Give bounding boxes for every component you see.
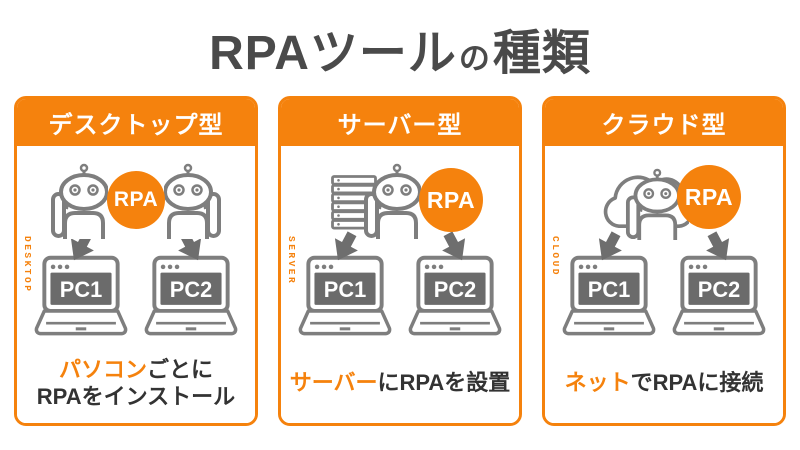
panel-server: サーバー型 SERVER RPA PC1 PC2 [278,96,522,426]
side-label-cloud: CLOUD [550,236,561,278]
panel-cloud: クラウド型 CLOUD RPA PC1 PC2 [542,96,786,426]
panel-server-header: サーバー型 [281,99,519,146]
pc-label: PC2 [698,277,740,302]
panel-cloud-header: クラウド型 [545,99,783,146]
laptop-pc1-icon: PC1 [34,255,128,336]
caption-rest: にRPAを設置 [377,370,511,396]
laptop-pc1-icon: PC1 [298,255,392,336]
pc-label: PC1 [324,277,366,302]
rpa-badge: RPA [677,165,741,229]
rpa-badge: RPA [419,168,483,232]
title-part-3: 種類 [492,27,591,80]
robot-icon [164,163,221,239]
laptop-pc2-icon: PC2 [672,255,766,336]
robot-icon [51,163,108,239]
pc-label: PC2 [434,277,476,302]
caption-rest: ごとに [147,356,214,382]
pc-label: PC1 [588,277,630,302]
panel-server-body: SERVER RPA PC1 PC2 [281,146,519,423]
caption-highlight: パソコン [58,356,147,382]
caption-highlight: サーバー [289,370,378,396]
panel-desktop-header: デスクトップ型 [17,99,255,146]
panel-cloud-body: CLOUD RPA PC1 PC2 [545,146,783,423]
caption-highlight: ネット [564,370,631,396]
pc-label: PC2 [170,277,212,302]
panel-desktop-body: DESKTOP RPA PC1 PC2 [17,146,255,423]
panel-desktop: デスクトップ型 DESKTOP RPA PC1 PC2 [14,96,258,426]
laptop-pc1-icon: PC1 [562,255,656,336]
panel-desktop-caption: パソコンごとに RPAをインストール [17,351,255,415]
laptop-pc2-icon: PC2 [144,255,238,336]
caption-line2: RPAをインストール [36,384,236,409]
title-part-2: の [458,41,491,76]
panel-row: デスクトップ型 DESKTOP RPA PC1 PC2 [0,96,800,426]
robot-icon [625,168,680,240]
caption-rest: でRPAに接続 [630,370,764,396]
rpa-badge: RPA [107,171,165,229]
panel-server-caption: サーバーにRPAを設置 [281,351,519,415]
panel-cloud-caption: ネットでRPAに接続 [545,351,783,415]
title-part-1: RPAツール [209,27,457,80]
pc-label: PC1 [60,277,102,302]
side-label-desktop: DESKTOP [22,236,33,294]
robot-icon [364,163,421,239]
side-label-server: SERVER [286,236,297,286]
laptop-pc2-icon: PC2 [408,255,502,336]
page-title: RPAツールの種類 [0,0,800,96]
